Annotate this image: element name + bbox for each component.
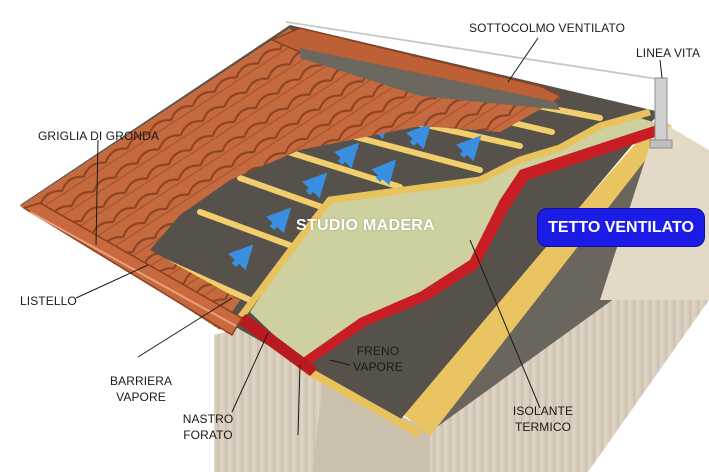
label-barriera-vapore: BARRIERA VAPORE (110, 373, 172, 405)
label-barriera-line1: BARRIERA (110, 374, 173, 388)
front-wall (312, 372, 430, 472)
vapor-brake-red (300, 124, 664, 366)
gutter-highlight (29, 211, 237, 327)
label-linea-vita: LINEA VITA (636, 46, 701, 60)
insulation-frame (237, 108, 651, 321)
insulation-layer (250, 118, 660, 360)
label-isolante-termico: ISOLANTE TERMICO (508, 403, 578, 435)
label-griglia-gronda: GRIGLIA DI GRONDA (38, 129, 160, 143)
title-badge: TETTO VENTILATO (538, 209, 704, 246)
label-sottocolmo: SOTTOCOLMO VENTILATO (469, 21, 626, 35)
label-isolante-line2: TERMICO (514, 420, 572, 434)
label-freno-vapore: FRENO VAPORE (348, 343, 408, 375)
watermark-studio-madera: STUDIO MADERA (296, 217, 436, 234)
clay-tiles (20, 28, 560, 330)
label-nastro-line1: NASTRO (182, 412, 234, 426)
leader-lines (75, 37, 663, 436)
eave-red-strip (236, 314, 318, 376)
lifeline-cable (285, 21, 665, 81)
lifeline-post (654, 77, 668, 149)
label-isolante-line1: ISOLANTE (512, 404, 574, 418)
title-badge-text: TETTO VENTILATO (548, 218, 694, 236)
label-freno-line2: VAPORE (353, 360, 403, 374)
label-nastro-forato: NASTRO FORATO (180, 411, 236, 443)
right-fascia (400, 118, 672, 436)
label-listello: LISTELLO (20, 294, 77, 308)
label-freno-line1: FRENO (356, 344, 400, 358)
label-nastro-line2: FORATO (183, 428, 233, 442)
label-barriera-line2: VAPORE (116, 390, 166, 404)
ridge-vent-strip (300, 48, 560, 110)
